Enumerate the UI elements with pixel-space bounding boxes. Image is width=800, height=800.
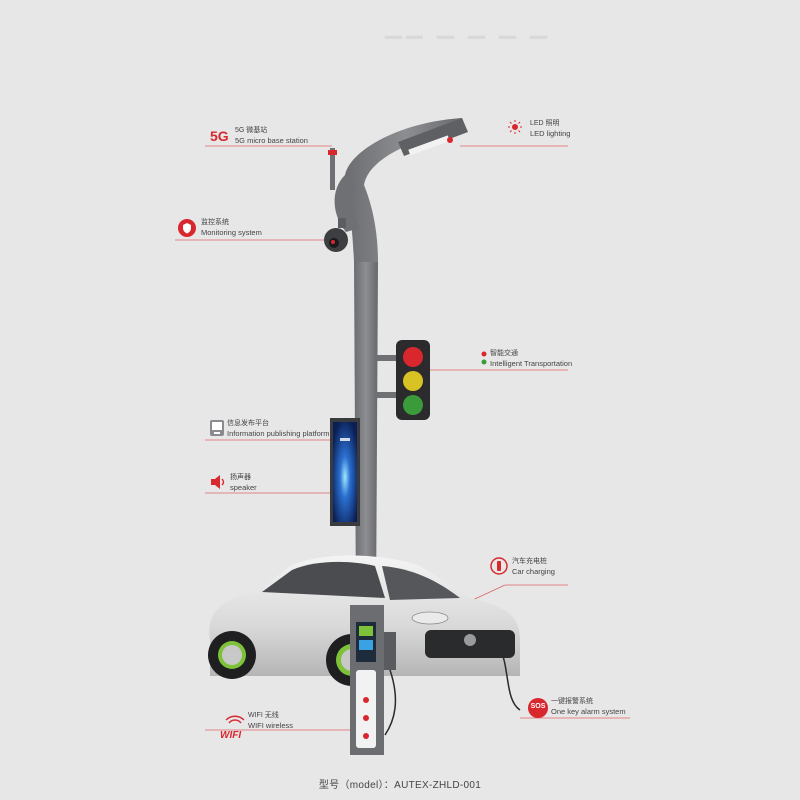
charging-icon (490, 557, 508, 575)
traffic-light (376, 340, 430, 420)
speaker-icon (210, 474, 226, 490)
feature-alarm-system: 一键报警系统 One key alarm system (551, 698, 626, 716)
feature-5g-base-station: 5G 微基站 5G micro base station (235, 127, 308, 145)
pole-base-charger (350, 605, 521, 755)
monitor-icon (210, 420, 224, 436)
antenna (328, 148, 337, 190)
car (208, 555, 520, 686)
info-display-panel (330, 418, 360, 526)
5g-logo: 5G (210, 128, 229, 144)
wifi-logo: WIFI (220, 712, 250, 741)
feature-monitoring: 监控系统 Monitoring system (201, 219, 262, 237)
feature-intelligent-transportation: 智能交通 Intelligent Transportation (490, 350, 573, 368)
model-caption: 型号（model）：AUTEX-ZHLD-001 (318, 780, 482, 791)
dome-camera (324, 218, 348, 252)
feature-info-publishing: 信息发布平台 Information publishing platform (227, 420, 330, 438)
traffic-dots-icon (480, 350, 488, 366)
feature-speaker: 扬声器 speaker (230, 474, 257, 492)
led-lamp-head (398, 118, 468, 156)
feature-led-lighting: LED 照明 LED lighting (530, 120, 571, 138)
sos-icon: SOS (528, 698, 548, 718)
sun-icon (508, 120, 522, 134)
feature-car-charging: 汽车充电桩 Car charging (512, 558, 555, 576)
shield-icon (178, 219, 196, 237)
feature-wifi: WIFI 无线 WIFI wireless (248, 712, 293, 730)
background-watermark: ▔▔ ▔ ▔ ▔ ▔ (385, 36, 551, 61)
